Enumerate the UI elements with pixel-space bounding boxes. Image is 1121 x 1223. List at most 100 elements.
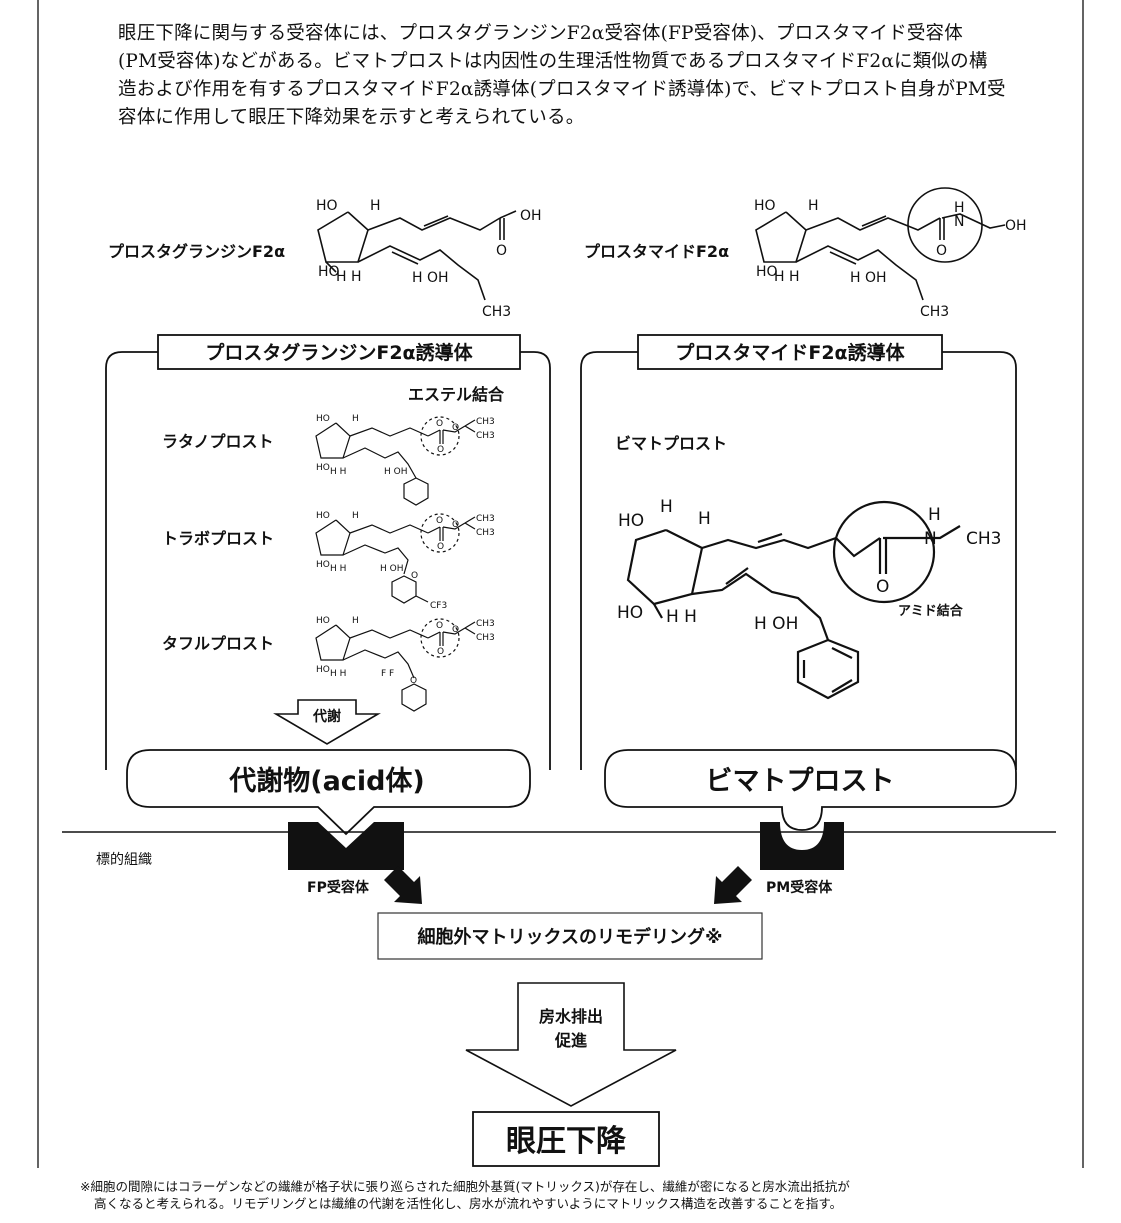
bimatoprost-labels: HO H H H N CH3 O HO H H H OH: [617, 497, 1001, 634]
left-result-text: 代謝物(acid体): [228, 766, 425, 797]
svg-text:O: O: [876, 577, 889, 597]
svg-text:H: H: [352, 616, 359, 626]
pmf-structure: [755, 187, 1006, 301]
svg-text:H: H: [370, 198, 381, 214]
svg-text:N: N: [954, 214, 964, 230]
svg-text:H H: H H: [330, 669, 346, 679]
svg-text:HO: HO: [618, 511, 644, 531]
right-result-pill: [604, 749, 1017, 831]
drug-travoprost: トラボプロスト: [162, 529, 274, 548]
svg-text:O: O: [452, 520, 459, 530]
footnote: ※細胞の間隙にはコラーゲンなどの繊維が格子状に張り巡らされた細胞外基質(マトリッ…: [80, 1178, 1080, 1212]
pgf-labels: HO H OH O HO H H H OH CH3: [316, 198, 542, 320]
svg-text:CH3: CH3: [476, 528, 495, 538]
right-box-title-frame: [637, 334, 943, 370]
svg-text:CH3: CH3: [482, 304, 511, 320]
svg-text:H: H: [352, 511, 359, 521]
svg-text:H: H: [928, 505, 941, 525]
svg-text:CH3: CH3: [966, 529, 1001, 549]
metabolism-arrow: [273, 699, 381, 745]
svg-text:H OH: H OH: [754, 614, 798, 634]
svg-text:CF3: CF3: [430, 601, 447, 611]
amide-bond-label: アミド結合: [898, 603, 964, 619]
svg-text:O: O: [411, 571, 418, 581]
latanoprost-structure: [315, 416, 476, 506]
footnote-line-2: 高くなると考えられる。リモデリングとは繊維の代謝を活性化し、房水が流れやすいよう…: [94, 1196, 843, 1211]
remodeling-text: 細胞外マトリックスのリモデリング※: [418, 926, 723, 948]
svg-text:H OH: H OH: [850, 270, 887, 286]
fp-receptor-label: FP受容体: [307, 879, 370, 896]
pgf-structure: [317, 210, 517, 301]
travoprost-structure: [315, 513, 476, 604]
svg-text:H OH: H OH: [384, 467, 407, 477]
svg-text:O: O: [437, 647, 444, 657]
final-text: 眼圧下降: [506, 1124, 627, 1159]
pmf-labels: HO H H N OH O HO H H H OH CH3: [754, 198, 1027, 320]
remodeling-box: [377, 912, 763, 960]
svg-text:O: O: [452, 423, 459, 433]
svg-text:O: O: [410, 676, 417, 686]
intro-line-4: 容体に作用して眼圧下降効果を示すと考えられている。: [118, 107, 585, 128]
outflow-line1: 房水排出: [539, 1007, 603, 1026]
right-derivative-box: [580, 351, 1017, 770]
svg-text:HO: HO: [318, 264, 340, 280]
svg-text:O: O: [436, 516, 443, 526]
parent-pgf-name: プロスタグランジンF2α: [108, 242, 285, 261]
drug-bimatoprost: ビマトプロスト: [615, 434, 727, 453]
svg-text:HO: HO: [316, 616, 330, 626]
svg-text:H: H: [808, 198, 819, 214]
svg-text:CH3: CH3: [476, 431, 495, 441]
svg-text:H H: H H: [666, 607, 697, 627]
svg-text:CH3: CH3: [920, 304, 949, 320]
svg-text:H H: H H: [774, 269, 800, 285]
svg-text:CH3: CH3: [476, 514, 495, 524]
svg-text:HO: HO: [316, 560, 330, 570]
svg-text:O: O: [452, 625, 459, 635]
svg-text:HO: HO: [316, 463, 330, 473]
svg-text:O: O: [436, 621, 443, 631]
tissue-label: 標的組織: [96, 852, 152, 868]
svg-text:HO: HO: [617, 603, 643, 623]
svg-text:H H: H H: [336, 269, 362, 285]
svg-text:O: O: [496, 243, 507, 259]
svg-text:HO: HO: [316, 198, 338, 214]
drug-latanoprost: ラタノプロスト: [162, 432, 274, 451]
svg-text:OH: OH: [520, 208, 542, 224]
svg-text:H H: H H: [330, 564, 346, 574]
final-box: [472, 1111, 660, 1167]
outflow-line2: 促進: [554, 1031, 587, 1050]
outflow-arrow: [465, 982, 677, 1107]
left-box-title-frame: [157, 334, 521, 370]
svg-text:O: O: [936, 243, 947, 259]
svg-text:HO: HO: [316, 414, 330, 424]
footnote-line-1: ※細胞の間隙にはコラーゲンなどの繊維が格子状に張り巡らされた細胞外基質(マトリッ…: [80, 1179, 850, 1194]
svg-text:H H: H H: [330, 467, 346, 477]
drug-tafluprost: タフルプロスト: [162, 634, 274, 653]
left-derivative-box: [105, 351, 551, 770]
svg-text:H OH: H OH: [380, 564, 403, 574]
ester-bond-label: エステル結合: [408, 385, 505, 404]
svg-text:O: O: [436, 419, 443, 429]
right-result-text: ビマトプロスト: [706, 766, 895, 797]
svg-text:CH3: CH3: [476, 633, 495, 643]
bimatoprost-structure: [626, 500, 961, 700]
tafluprost-structure: [315, 618, 476, 712]
svg-text:O: O: [437, 542, 444, 552]
right-box-title: プロスタマイドF2α誘導体: [675, 341, 905, 364]
parent-pmf-name: プロスタマイドF2α: [584, 242, 729, 261]
svg-text:HO: HO: [316, 665, 330, 675]
fp-receptor-shape: [288, 822, 404, 870]
svg-text:CH3: CH3: [476, 619, 495, 629]
fp-to-remodeling-arrow: [384, 866, 422, 904]
intro-line-2: (PM受容体)などがある。ビマトプロストは内因性の生理活性物質であるプロスタマイ…: [118, 51, 988, 72]
left-box-title: プロスタグランジンF2α誘導体: [205, 341, 473, 364]
svg-text:H: H: [698, 509, 711, 529]
intro-paragraph: 眼圧下降に関与する受容体には、プロスタグランジンF2α受容体(FP受容体)、プロ…: [118, 20, 1078, 132]
svg-text:N: N: [924, 529, 937, 549]
left-result-pill: [126, 749, 531, 836]
travoprost-labels: HO H O O CH3 CH3 O HO H H H OH O CF3: [316, 511, 495, 611]
latanoprost-labels: HO H O O CH3 CH3 O HO H H H OH: [316, 414, 495, 477]
svg-text:H OH: H OH: [412, 270, 449, 286]
svg-text:F F: F F: [381, 669, 394, 679]
